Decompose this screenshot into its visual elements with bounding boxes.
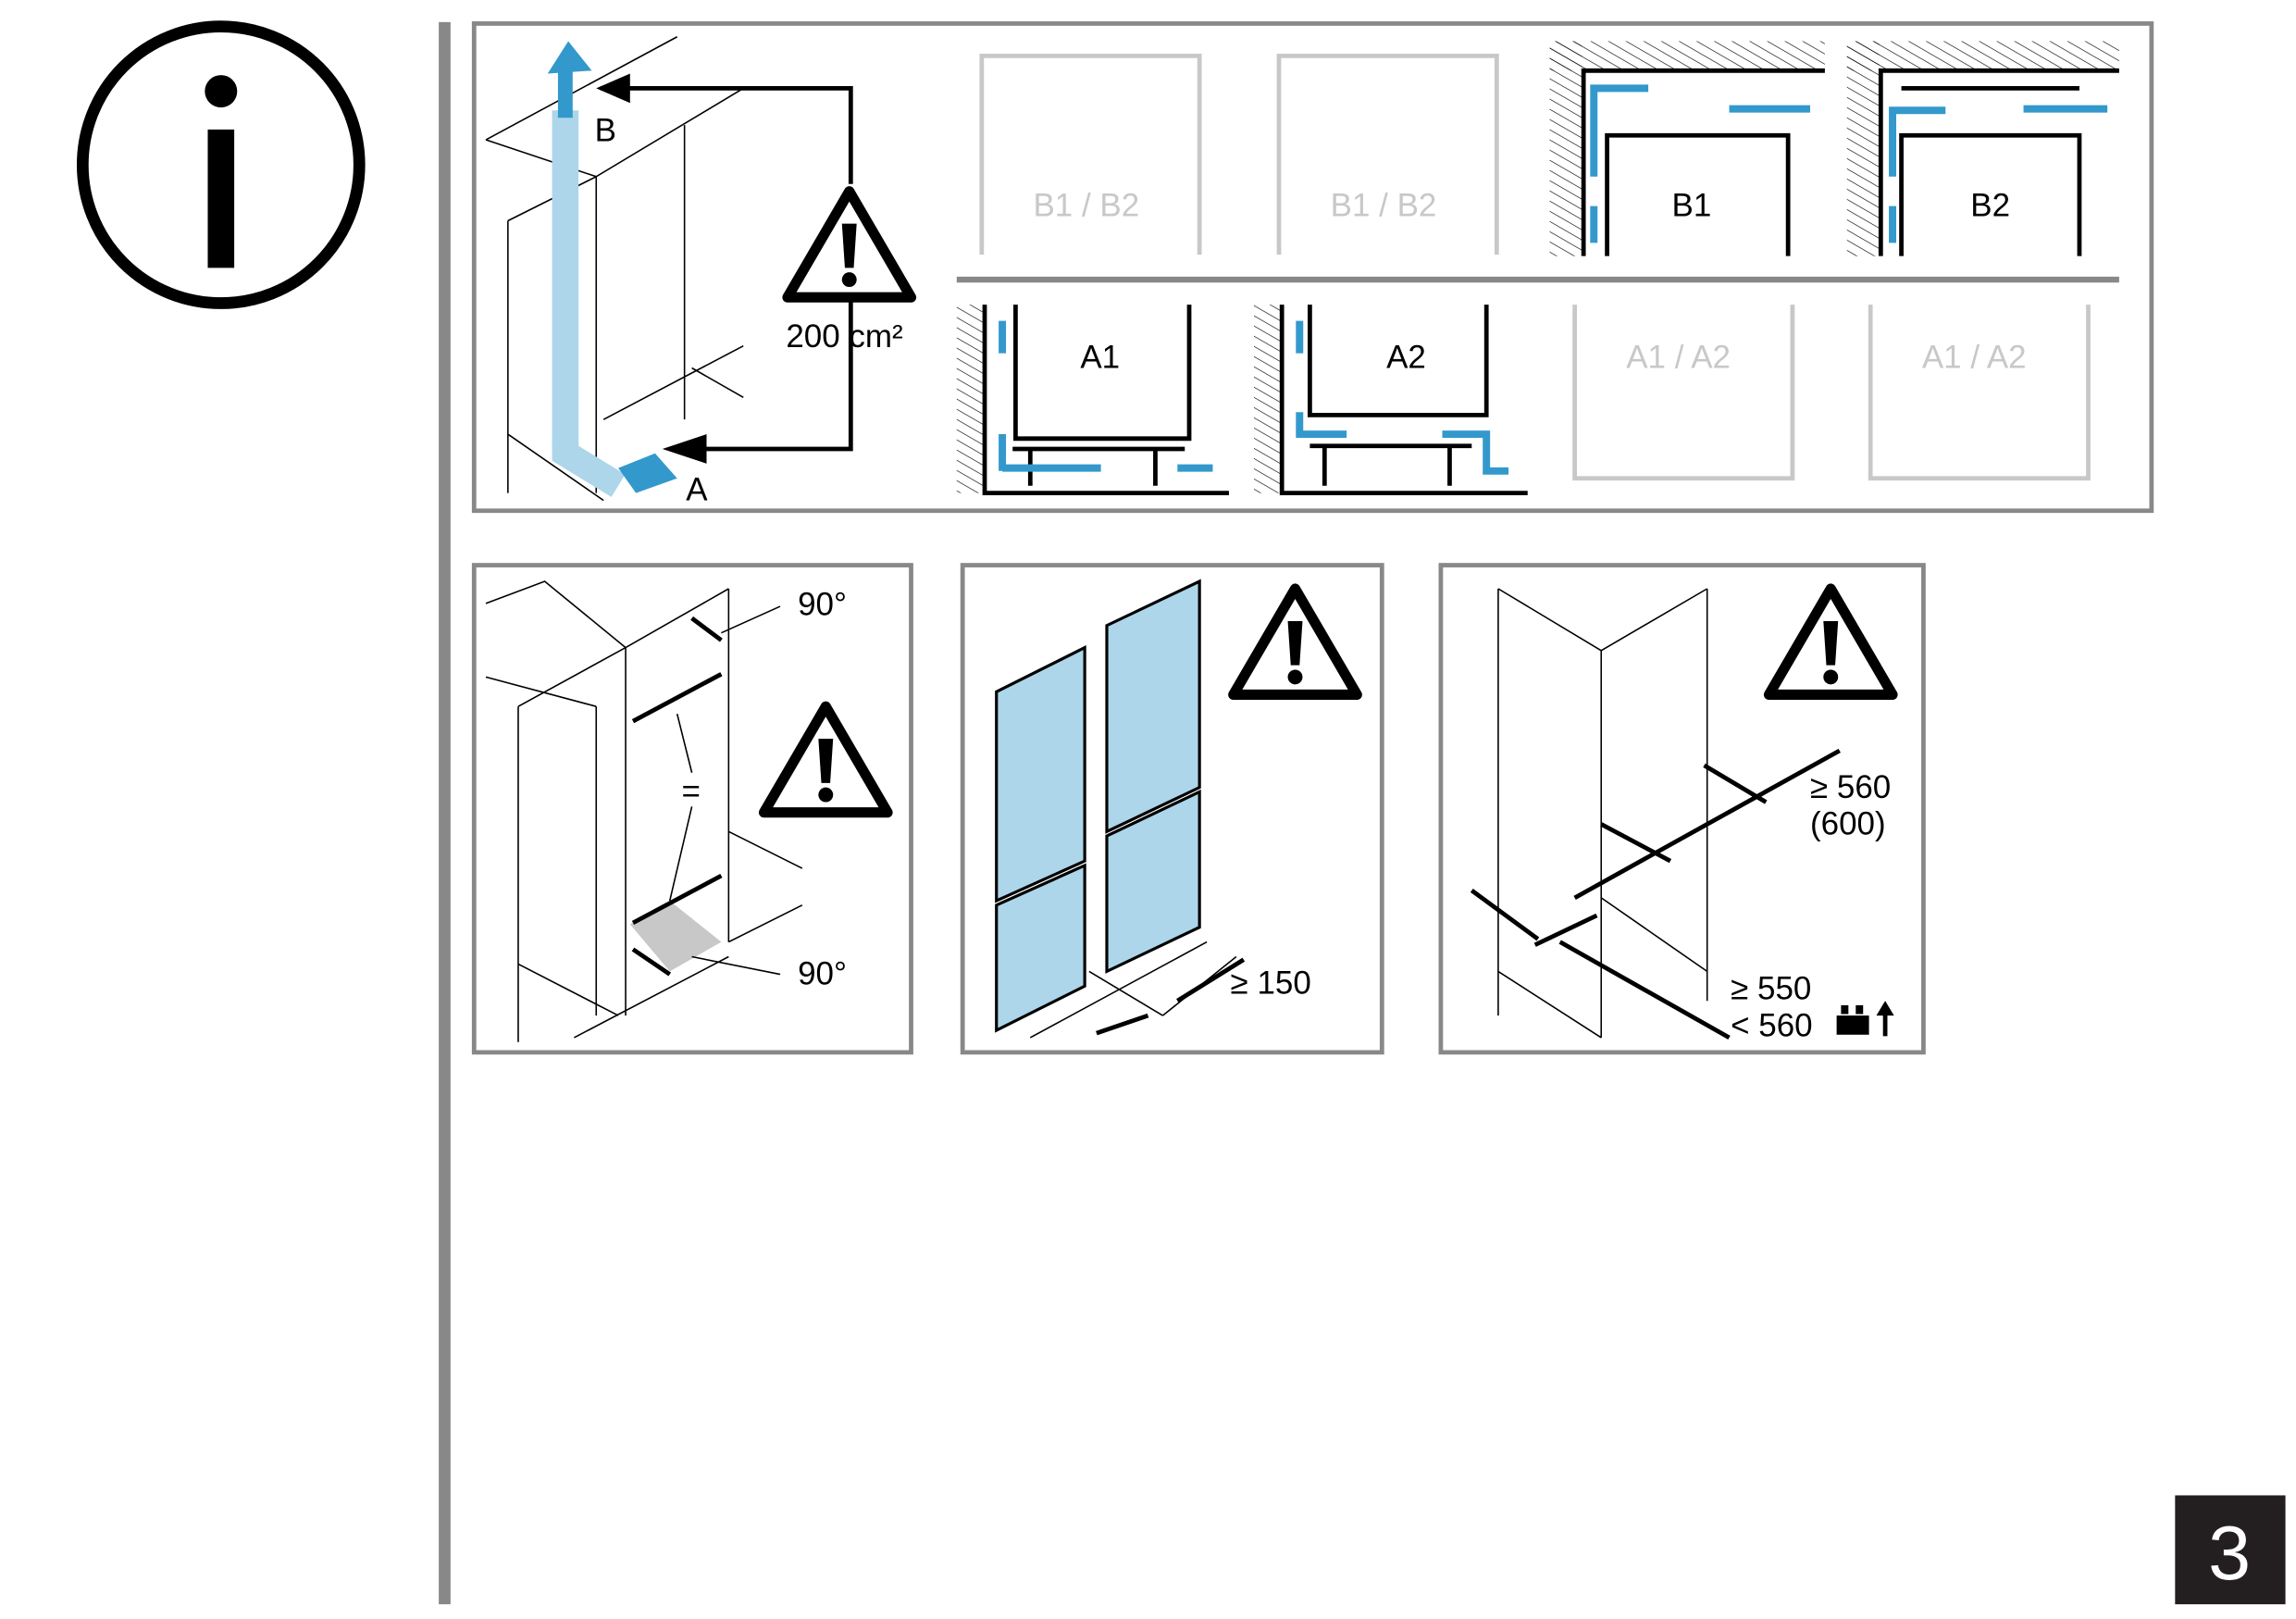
niche-depth-max: < 560 (1731, 1007, 1812, 1043)
variant-b2: B2 (1846, 41, 2119, 256)
variant-bottom-4: A1 / A2 (1868, 305, 2091, 481)
niche-width-min: ≥ 560 (1810, 769, 1891, 805)
vent-area-label: 200 cm² (786, 318, 902, 355)
svg-text:B1: B1 (1672, 188, 1712, 224)
niche-width-alt: (600) (1810, 806, 1886, 842)
svg-text:3: 3 (2208, 1510, 2251, 1596)
variant-top-2: B1 / B2 (1276, 54, 1499, 255)
cabinet-airflow-illustration (485, 36, 853, 502)
info-circle-icon (76, 20, 366, 309)
svg-text:A1: A1 (1080, 340, 1120, 376)
svg-text:A2: A2 (1386, 340, 1426, 376)
page-number-badge: 3 (2175, 1495, 2286, 1605)
alignment-panel: 90° = 90° (471, 563, 913, 1055)
door-gap-panel: ≥ 150 (960, 563, 1384, 1055)
angle-top-label: 90° (798, 587, 847, 623)
niche-depth-min: ≥ 550 (1731, 971, 1811, 1007)
vent-label-b: B (595, 113, 616, 149)
variant-top-1: B1 / B2 (979, 54, 1202, 255)
svg-text:A1 / A2: A1 / A2 (1626, 340, 1731, 376)
vent-label-a: A (686, 472, 708, 508)
variant-a2: A2 (1253, 305, 1528, 496)
equal-label: = (681, 774, 700, 810)
svg-text:B1 / B2: B1 / B2 (1033, 188, 1139, 224)
variant-bottom-3: A1 / A2 (1572, 305, 1795, 481)
door-gap-label: ≥ 150 (1231, 965, 1311, 1001)
svg-text:B1 / B2: B1 / B2 (1331, 188, 1437, 224)
variant-a1: A1 (956, 305, 1229, 496)
plinth-raise-icon (1836, 1001, 1894, 1037)
niche-dimensions-panel: ≥ 560 (600) ≥ 550 < 560 (1438, 563, 1926, 1055)
variant-b1: B1 (1549, 41, 1825, 256)
angle-bottom-label: 90° (798, 956, 847, 992)
svg-text:A1 / A2: A1 / A2 (1922, 340, 2027, 376)
svg-text:B2: B2 (1970, 188, 2010, 224)
ventilation-panel: B A 200 cm² B1 / B2 B1 / B2 B1 B2 (471, 21, 2154, 514)
section-rule (439, 21, 451, 1605)
